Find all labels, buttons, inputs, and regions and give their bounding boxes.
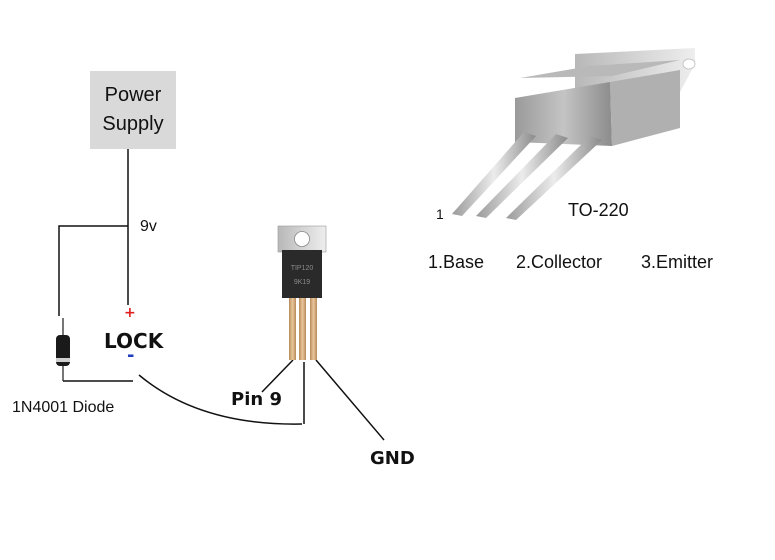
transistor-marking-2: 9K19 — [294, 279, 310, 286]
power-supply-line2: Supply — [102, 113, 164, 135]
power-supply-box — [90, 71, 176, 149]
diode-label: 1N4001 Diode — [12, 399, 115, 416]
pin9-wire — [261, 359, 294, 393]
pin9-label: Pin 9 — [231, 389, 282, 410]
power-supply-label: Power Supply — [90, 81, 176, 139]
lock-to-collector-wire — [138, 374, 303, 425]
pinout-base: 1.Base — [428, 252, 485, 272]
package-title: TO-220 — [568, 200, 629, 220]
power-supply-line1: Power — [104, 84, 162, 106]
package-pin-one: 1 — [436, 206, 444, 222]
transistor-marking-1: TIP120 — [291, 265, 314, 272]
lock-minus-sign: - — [127, 345, 135, 366]
to220-illustration — [452, 48, 696, 220]
gnd-label: GND — [370, 448, 415, 469]
voltage-label: 9v — [140, 218, 157, 235]
pinout-emitter: 3.Emitter — [641, 252, 714, 272]
diode-symbol — [56, 318, 70, 381]
pinout-collector: 2.Collector — [516, 252, 603, 272]
diode-top-wire — [58, 225, 128, 316]
gnd-wire — [315, 359, 385, 441]
lock-label: LOCK — [104, 329, 164, 353]
lock-plus-sign: + — [124, 305, 136, 321]
transistor-photo: TIP120 9K19 — [277, 225, 327, 360]
